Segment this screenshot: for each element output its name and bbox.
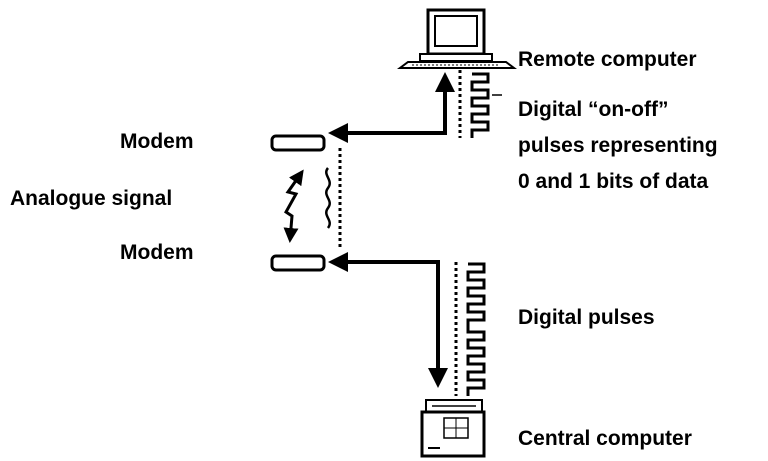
label-digital-on-off: Digital “on-off” — [518, 99, 668, 120]
remote-computer-icon — [400, 10, 514, 68]
label-modem-bottom: Modem — [120, 242, 194, 263]
analogue-signal-zigzag — [286, 172, 302, 240]
label-modem-top: Modem — [120, 131, 194, 152]
label-digital-pulses: Digital pulses — [518, 307, 655, 328]
modem-icon — [272, 256, 324, 270]
digital-pulse-wave-top — [472, 74, 488, 138]
label-central-computer: Central computer — [518, 428, 692, 449]
analogue-signal-wave — [326, 168, 329, 228]
label-remote-computer: Remote computer — [518, 49, 697, 70]
arrow-remote-to-modem — [332, 76, 445, 133]
label-pulses-representing: pulses representing — [518, 135, 718, 156]
label-bits-of-data: 0 and 1 bits of data — [518, 171, 708, 192]
arrow-modem-to-central — [332, 262, 438, 384]
modem-icon — [272, 136, 324, 150]
label-analogue-signal: Analogue signal — [10, 188, 172, 209]
central-computer-icon — [422, 400, 484, 456]
digital-pulse-wave-bottom — [468, 264, 484, 396]
